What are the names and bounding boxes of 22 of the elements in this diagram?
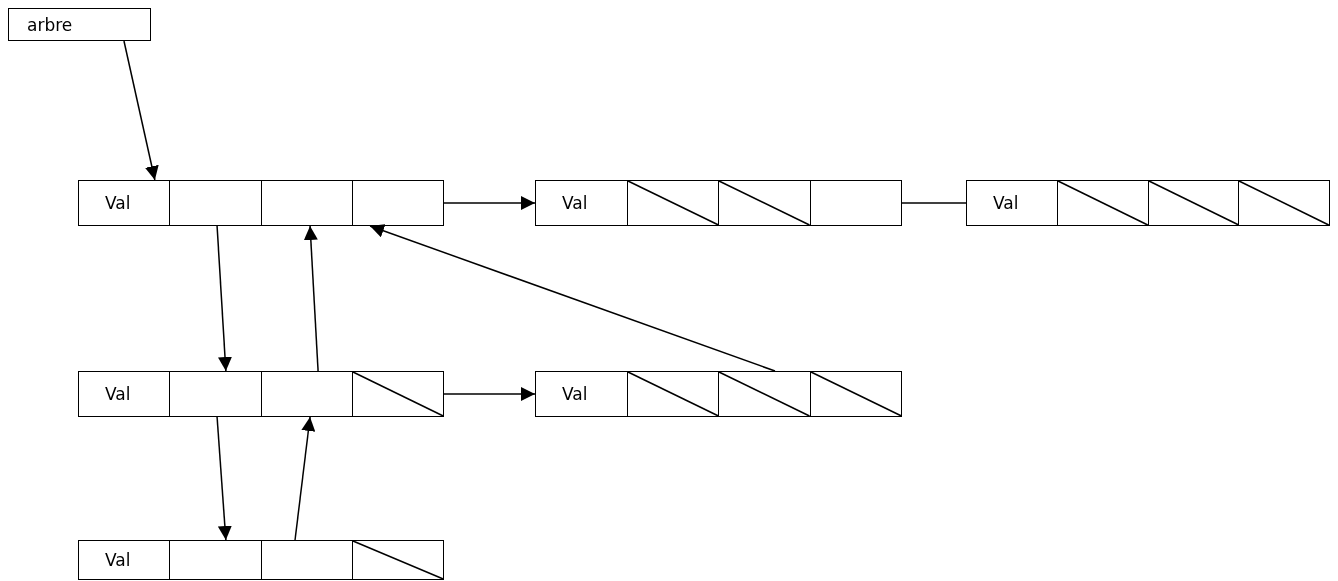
value-label: Val <box>105 384 131 404</box>
value-label: Val <box>993 193 1019 213</box>
pointer-arrow <box>443 387 536 401</box>
pointer-arrow <box>216 416 232 541</box>
pointer-arrow <box>443 196 536 210</box>
variable-name: arbre <box>27 14 73 35</box>
record-box <box>78 180 444 226</box>
pointer-arrow <box>216 225 232 372</box>
value-label: Val <box>105 193 131 213</box>
pointer-arrow <box>123 40 159 181</box>
pointer-arrow <box>303 225 319 372</box>
variable-box <box>8 8 151 41</box>
record-box <box>966 180 1330 226</box>
value-label: Val <box>562 193 588 213</box>
pointer-arrow <box>294 416 316 541</box>
record-box <box>535 180 902 226</box>
record-box <box>535 371 902 417</box>
record-box <box>78 540 444 580</box>
record-box <box>78 371 444 417</box>
value-label: Val <box>105 550 131 570</box>
pointer-arrow <box>369 224 776 372</box>
value-label: Val <box>562 384 588 404</box>
